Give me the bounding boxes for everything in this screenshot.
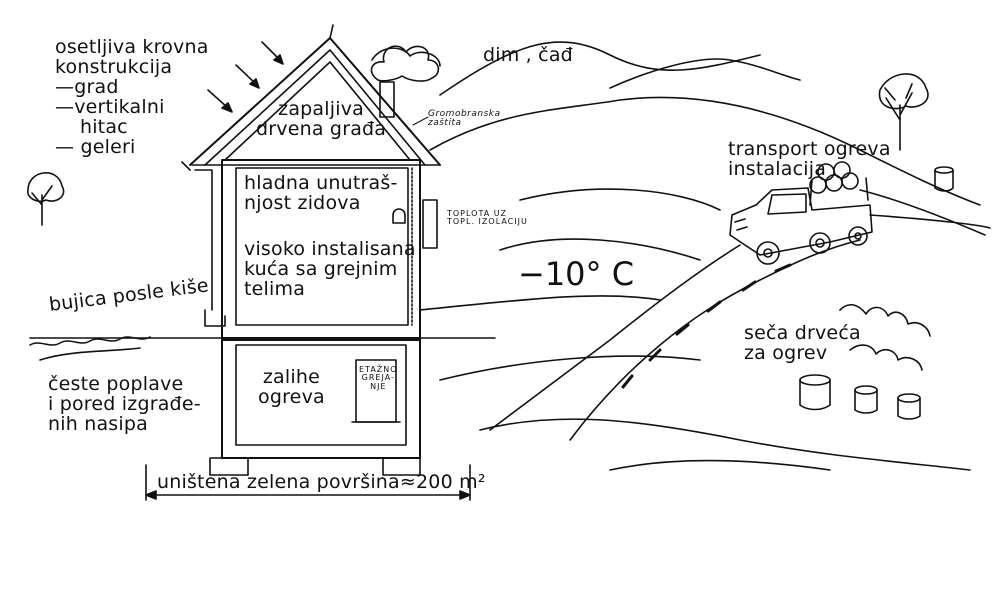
dimension-arrow [145,464,471,501]
label-fuel-storage: zalihe ogreva [258,366,325,408]
label-house-heated: visoko instalisana kuća sa grejnim telim… [244,238,416,300]
label-smoke: dim , čađ [483,44,573,66]
label-floor-heating: ETAŽNO GREJA- NJE [359,365,398,391]
road [489,214,991,441]
label-lightning-protection: Gromobranska zaštita [428,109,501,129]
label-green-destroyed: uništena zelena površina≈200 m² [157,471,486,493]
hail-arrows-icon [207,41,284,113]
house-icon [181,24,441,476]
label-insulation: TOPLOTA UZ TOPL. IZOLACIJU [447,209,528,227]
label-roof-sensitive: osetljiva krovna konstrukcija —grad —ver… [55,36,209,158]
grass [29,336,151,346]
label-tree-cutting: seča drveća za ogrev [744,322,861,364]
label-attic: zapaljiva drvena građa [256,98,387,140]
chimney-icon [370,45,441,118]
label-temperature: −10° C [518,255,635,293]
label-transport: transport ogreva instalacija [728,138,891,180]
label-cold-walls: hladna unutraš- njost zidova [244,172,398,214]
hills [419,41,986,471]
tree-icon [27,73,929,226]
stump-icon [799,166,954,420]
label-roads-flood: česte poplave i pored izgrađe- nih nasip… [48,373,201,435]
lightning-rod [391,109,441,166]
truck-icon [729,161,873,265]
